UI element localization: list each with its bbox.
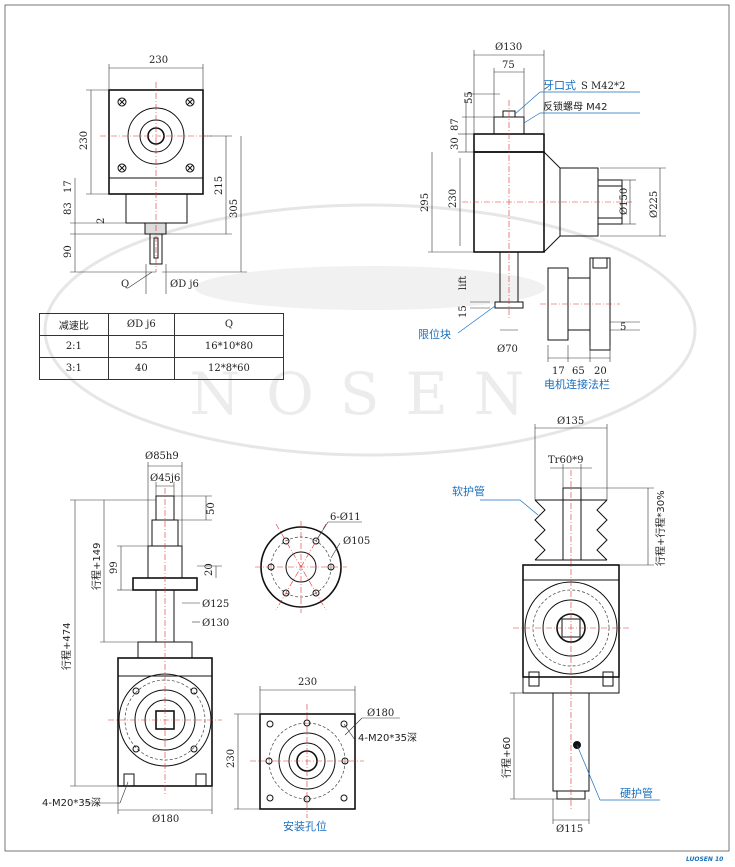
lift-dim-50: 50: [206, 502, 217, 515]
front-dim-od: ØD j6: [170, 279, 199, 290]
lift-dim-mount: 4-M20*35深: [42, 797, 101, 809]
mount-dim-width: 230: [298, 677, 317, 688]
front-dim-83: 83: [63, 202, 74, 215]
screw-dim-stroke30: 行程+行程*30%: [654, 490, 667, 566]
front-bolt-holes: [117, 97, 195, 173]
mount-caption: 安装孔位: [283, 819, 327, 833]
flange-dim-holes: 6-Ø11: [330, 512, 361, 523]
screw-dim-tr: Tr60*9: [548, 455, 584, 466]
ratio-table: 减速比 ØD j6 Q 2:1 55 16*10*80 3:1 40 12*8*…: [39, 313, 285, 380]
side-dim-230: 230: [448, 189, 459, 208]
flange-view: [255, 521, 362, 613]
side-dim-225: Ø225: [649, 191, 660, 218]
front-dim-q: Q: [121, 279, 129, 290]
callout-tooth-prefix: 牙口式: [543, 79, 576, 92]
front-dim-305: 305: [229, 199, 240, 218]
front-dim-width: 230: [149, 55, 168, 66]
callout-motor-flange: 电机连接法栏: [544, 377, 610, 391]
table-row: 3:1 40 12*8*60: [39, 357, 285, 380]
lift-dim-20: 20: [204, 563, 215, 576]
table-cell: 40: [107, 357, 175, 380]
side-dim-30: 30: [450, 137, 461, 150]
side-dim-130: Ø130: [495, 42, 522, 53]
table-cell: 2:1: [39, 335, 109, 358]
flange-dim-20: 20: [594, 366, 607, 377]
flange-dim-17: 17: [552, 366, 565, 377]
callout-soft-cover: 软护管: [452, 484, 485, 498]
corner-mark: LUOSEN 10: [686, 856, 723, 863]
front-dim-height: 230: [79, 131, 90, 150]
callout-locknut: 反锁螺母 M42: [543, 100, 608, 113]
table-cell: 55: [107, 335, 175, 358]
screw-dim-stroke60: 行程+60: [500, 737, 513, 778]
screw-dim-115: Ø115: [556, 824, 583, 835]
screw-dim-135: Ø135: [557, 416, 584, 427]
callout-hard-cover: 硬护管: [620, 786, 653, 800]
screw-view: [480, 424, 660, 824]
table-row: 2:1 55 16*10*80: [39, 335, 285, 358]
table-cell: 16*10*80: [173, 335, 285, 358]
sheet-border: [4, 4, 730, 852]
table-header-cell: Q: [173, 313, 285, 336]
table-cell: 12*8*60: [173, 357, 285, 380]
side-view: [428, 50, 666, 362]
flange-dim-5: 5: [620, 322, 626, 333]
callout-tooth-spec: S M42*2: [581, 81, 625, 92]
lift-dim-85: Ø85h9: [145, 451, 179, 462]
lift-dim-180: Ø180: [152, 814, 179, 825]
lift-dim-45: Ø45j6: [150, 473, 180, 484]
flange-dim-105: Ø105: [343, 536, 370, 547]
side-dim-87: 87: [450, 118, 461, 131]
side-dim-295: 295: [420, 193, 431, 212]
mount-dim-180: Ø180: [367, 708, 394, 719]
side-dim-75: 75: [502, 60, 515, 71]
side-dim-lift: lift: [458, 276, 469, 290]
front-dim-17: 17: [63, 180, 74, 193]
front-dim-90: 90: [63, 245, 74, 258]
mount-dim-mount: 4-M20*35深: [358, 732, 417, 744]
flange-dim-65: 65: [572, 366, 585, 377]
front-view: [70, 64, 247, 294]
side-dim-15: 15: [458, 305, 469, 318]
front-dim-2: 2: [96, 218, 107, 224]
side-dim-70: Ø70: [497, 344, 518, 355]
lift-dim-130: Ø130: [202, 618, 229, 629]
table-cell: 3:1: [39, 357, 109, 380]
table-header-cell: 减速比: [39, 313, 109, 336]
table-header-cell: ØD j6: [107, 313, 175, 336]
lift-dim-stroke149: 行程+149: [90, 543, 103, 590]
lift-dim-99: 99: [109, 561, 120, 574]
lift-dim-stroke474: 行程+474: [60, 623, 73, 670]
callout-limit-block: 限位块: [418, 327, 451, 341]
side-dim-55: 55: [464, 91, 475, 104]
lift-view: [70, 462, 222, 814]
table-header-row: 减速比 ØD j6 Q: [39, 313, 285, 336]
side-dim-150: Ø150: [619, 188, 630, 215]
lift-dim-125: Ø125: [202, 599, 229, 610]
front-dim-215: 215: [214, 176, 225, 195]
mount-holes-view: [234, 686, 400, 818]
mount-dim-height: 230: [226, 749, 237, 768]
